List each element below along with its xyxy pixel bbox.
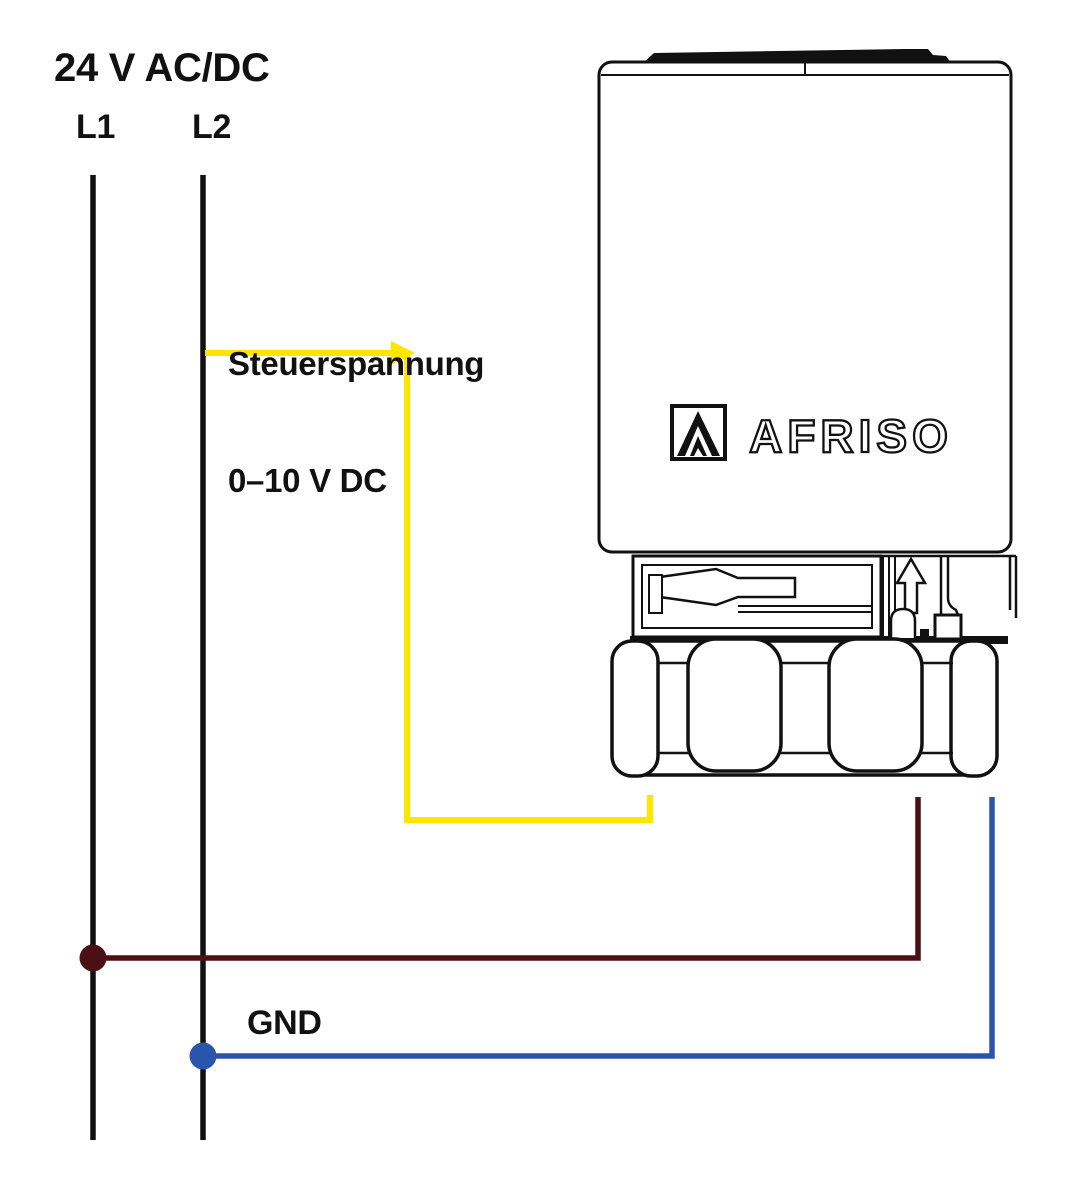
l1-label: L1: [76, 108, 116, 146]
supply-lines: [90, 175, 206, 1140]
valve-knob: [686, 637, 783, 773]
signal-arrowhead-icon: [391, 341, 415, 365]
ground-wire: [189, 797, 995, 1070]
afriso-brand-text: AFRISO: [749, 410, 953, 462]
signal-wire: [205, 341, 653, 823]
junction-dot-l2: [189, 1042, 217, 1070]
valve-body: [610, 637, 999, 778]
actuator-cap: [643, 49, 951, 63]
gnd-label: GND: [247, 1004, 322, 1042]
supply-voltage-label: 24 V AC/DC: [54, 46, 270, 90]
actuator-body: [597, 60, 1013, 554]
adapter-dome: [889, 607, 917, 638]
control-voltage-label-line2: 0–10 V DC: [228, 462, 387, 499]
actuator-drawing: AFRISO: [597, 49, 1018, 778]
adapter-piston: [658, 567, 797, 607]
adapter-section: [630, 554, 1018, 644]
valve-knob: [949, 639, 999, 778]
valve-knob: [610, 639, 660, 778]
control-voltage-label-line1: Steuerspannung: [228, 345, 485, 382]
control-voltage-label: Steuerspannung 0–10 V DC: [228, 266, 484, 578]
up-arrow-icon: [894, 556, 928, 615]
adapter-foot: [933, 613, 963, 641]
valve-knob: [827, 637, 924, 773]
afriso-logo: AFRISO: [670, 404, 953, 463]
live-wire: [79, 797, 921, 972]
l2-label: L2: [192, 108, 232, 146]
junction-dot-l1: [79, 944, 107, 972]
